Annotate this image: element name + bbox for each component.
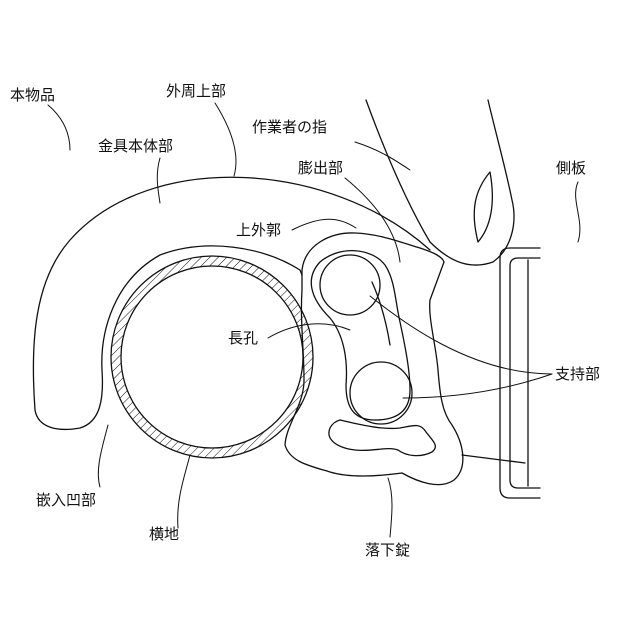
label-bulge: 膨出部	[298, 159, 343, 177]
support-pin-lower	[350, 362, 412, 424]
label-side-plate: 側板	[556, 159, 586, 177]
drop-lock-slot	[329, 420, 435, 456]
label-drop-lock: 落下錠	[365, 541, 410, 559]
label-fitting-recess: 嵌入凹部	[36, 491, 96, 509]
label-operator-finger: 作業者の指	[252, 118, 327, 136]
support-pin-upper	[320, 255, 380, 315]
label-upper-outer-wall: 上外郭	[236, 221, 281, 239]
label-fitting-body: 金具本体部	[98, 137, 173, 155]
long-hole	[311, 251, 410, 420]
label-support: 支持部	[555, 365, 600, 383]
label-crossbar: 横地	[149, 525, 179, 543]
label-product: 本物品	[10, 86, 55, 104]
label-outer-upper: 外周上部	[166, 82, 226, 100]
crossbar-tube	[111, 256, 313, 458]
label-long-hole: 長孔	[228, 329, 258, 347]
